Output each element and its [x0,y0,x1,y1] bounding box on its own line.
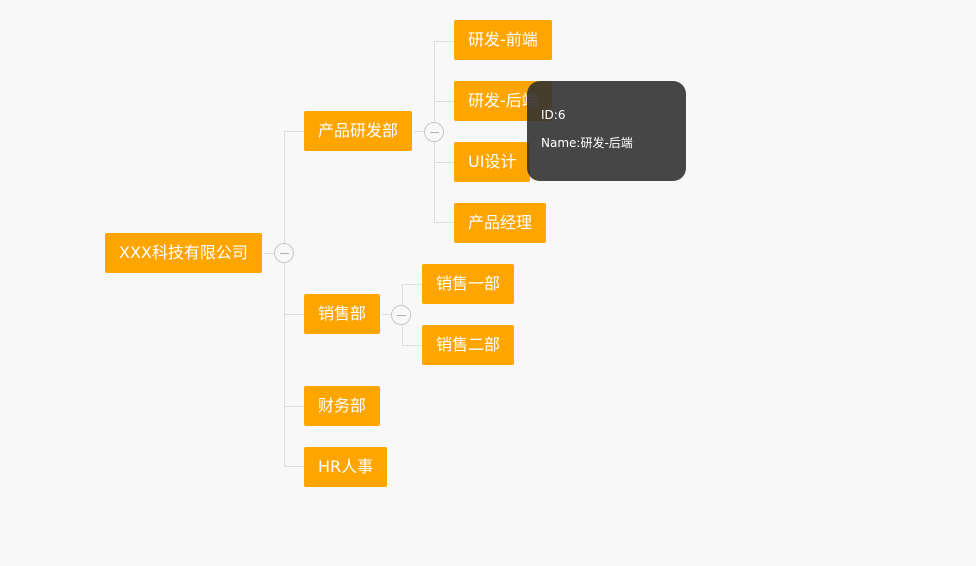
node-root[interactable]: XXX科技有限公司 [105,233,262,273]
tooltip-name: Name:研发-后端 [541,136,633,150]
node-sales-1-label: 销售一部 [436,274,501,293]
node-dept-hr[interactable]: HR人事 [304,447,388,487]
node-sales-1[interactable]: 销售一部 [422,264,515,304]
node-sales-2[interactable]: 销售二部 [422,325,515,365]
collapse-rd-toggle-icon[interactable] [424,122,444,142]
node-sales-2-label: 销售二部 [436,335,501,354]
tooltip-id: ID:6 [541,108,566,122]
collapse-root-toggle-icon[interactable] [274,243,294,263]
node-rd-backend-label: 研发-后端 [468,91,538,110]
node-rd-frontend-label: 研发-前端 [468,30,538,49]
node-dept-sales-label: 销售部 [318,304,367,323]
node-dept-rd[interactable]: 产品研发部 [304,111,413,151]
node-root-label: XXX科技有限公司 [119,243,248,262]
node-dept-finance[interactable]: 财务部 [304,386,381,426]
node-rd-frontend[interactable]: 研发-前端 [454,20,552,60]
node-rd-ui[interactable]: UI设计 [454,142,531,182]
node-dept-finance-label: 财务部 [318,396,367,415]
node-dept-rd-label: 产品研发部 [318,121,399,140]
node-rd-pm-label: 产品经理 [468,213,533,232]
node-rd-ui-label: UI设计 [468,152,517,171]
node-dept-sales[interactable]: 销售部 [304,294,381,334]
node-dept-hr-label: HR人事 [318,457,374,476]
collapse-sales-toggle-icon[interactable] [391,305,411,325]
node-rd-pm[interactable]: 产品经理 [454,203,547,243]
node-tooltip: ID:6 Name:研发-后端 [527,81,686,181]
